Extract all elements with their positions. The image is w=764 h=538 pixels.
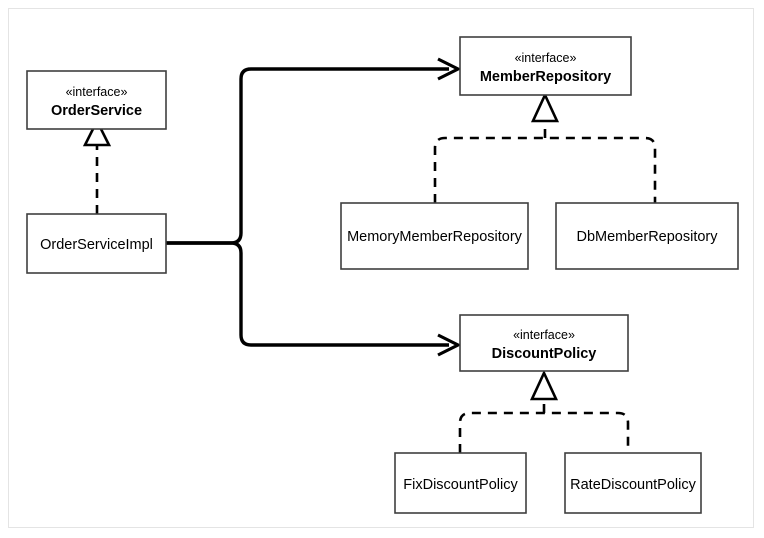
order-service-impl-box[interactable] [26,213,167,274]
order-service-impl-name: OrderServiceImpl [40,237,153,253]
db-member-repository-box[interactable] [555,202,739,270]
fix-discount-policy-box[interactable] [394,452,527,514]
order-service-stereotype: «interface» [66,85,128,99]
db-member-repository-name: DbMemberRepository [576,229,718,245]
node-discount-policy[interactable]: «interface» DiscountPolicy [459,314,629,372]
node-db-member-repository[interactable]: DbMemberRepository [555,202,739,270]
member-repository-box[interactable] [459,36,632,96]
edge-discount-policy-realization-tree [458,369,630,453]
discount-policy-box[interactable] [459,314,629,372]
uml-class-diagram: «interface» OrderService OrderServiceImp… [26,36,739,514]
member-repository-stereotype: «interface» [515,51,577,65]
member-repository-name: MemberRepository [480,69,611,85]
edge-impl-uses-discount-policy [166,241,462,357]
diagram-canvas: «interface» OrderService OrderServiceImp… [8,8,754,528]
node-rate-discount-policy[interactable]: RateDiscountPolicy [564,452,702,514]
rate-discount-policy-box[interactable] [564,452,702,514]
fix-discount-policy-name: FixDiscountPolicy [403,477,518,493]
order-service-name: OrderService [51,103,142,119]
discount-policy-stereotype: «interface» [513,328,575,342]
edge-member-repository-realization-tree [433,91,657,203]
node-order-service[interactable]: «interface» OrderService [26,70,167,130]
node-order-service-impl[interactable]: OrderServiceImpl [26,213,167,274]
rate-discount-policy-name: RateDiscountPolicy [570,477,696,493]
discount-policy-name: DiscountPolicy [492,346,597,362]
memory-member-repository-name: MemoryMemberRepository [347,229,523,245]
order-service-box[interactable] [26,70,167,130]
node-memory-member-repository[interactable]: MemoryMemberRepository [340,202,529,270]
node-member-repository[interactable]: «interface» MemberRepository [459,36,632,96]
edge-impl-realizes-order-service [82,118,112,214]
memory-member-repository-box[interactable] [340,202,529,270]
node-fix-discount-policy[interactable]: FixDiscountPolicy [394,452,527,514]
